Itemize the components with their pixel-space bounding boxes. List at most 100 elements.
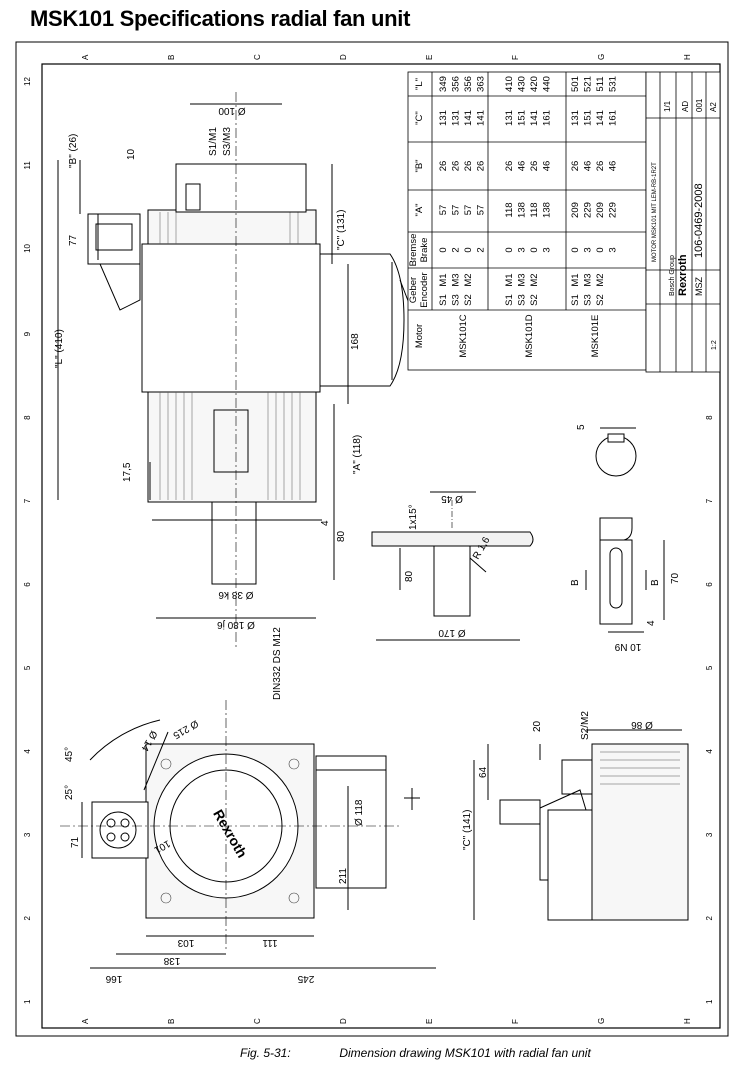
flange-detail — [371, 491, 534, 641]
table-cell-c: 141 — [595, 110, 606, 126]
frame-row-10-left: 10 — [23, 243, 32, 252]
dimension-table — [407, 71, 647, 371]
table-cell-encoder-m: M1 — [438, 273, 449, 286]
table-cell-c: 131 — [451, 110, 462, 126]
dim-l410: "L" (410) — [54, 329, 65, 368]
table-cell-brake: 3 — [608, 247, 619, 252]
table-cell-a: 138 — [542, 202, 553, 218]
dim-chamfer: 1x15° — [408, 504, 419, 530]
table-cell-encoder: S2 — [463, 294, 474, 306]
table-cell-encoder: S1 — [438, 294, 449, 306]
table-cell-encoder-m: M1 — [570, 273, 581, 286]
table-cell-a: 209 — [570, 202, 581, 218]
table-cell-brake: 0 — [438, 247, 449, 252]
table-cell-a: 118 — [529, 202, 540, 217]
table-cell-l: 356 — [463, 76, 474, 92]
dimension-drawing: 112233445566778899101011111212AABBCCDDEE… — [15, 41, 729, 1037]
table-cell-b: 26 — [463, 161, 474, 172]
table-header-encoder: Geber — [408, 277, 419, 303]
dim-b26: "B" (26) — [68, 134, 79, 168]
frame-row-6-left: 6 — [23, 582, 32, 587]
motor-side-view — [473, 729, 689, 921]
table-cell-b: 26 — [438, 161, 449, 172]
label-din332: DIN332 DS M12 — [272, 627, 283, 700]
dim-d245: 245 — [297, 973, 314, 984]
label-section-b2: B — [650, 579, 661, 586]
frame-col-H-bottom: H — [683, 1018, 692, 1024]
frame-row-9-left: 9 — [23, 331, 32, 336]
label-s2m2: S2/M2 — [580, 711, 591, 740]
dim-flange-d80: 80 — [404, 570, 415, 582]
frame-row-8-left: 8 — [23, 415, 32, 420]
table-cell-brake: 0 — [504, 247, 515, 252]
table-header-encoder: Encoder — [419, 272, 430, 307]
dim-d64: 64 — [478, 766, 489, 778]
table-cell-brake: 0 — [570, 247, 581, 252]
frame-row-4-right: 4 — [705, 749, 714, 754]
angle-25: 25° — [64, 785, 75, 800]
table-cell-c: 131 — [438, 110, 449, 126]
key-dimensions: 5 B B 70 4 10 N9 — [570, 424, 681, 652]
title-block-text: Rexroth Bosch Group 106-0469-2008 MSZ A2… — [652, 98, 718, 350]
table-cell-b: 26 — [476, 161, 487, 172]
label-s3m3: S3/M3 — [222, 127, 233, 156]
frame-row-7-right: 7 — [705, 498, 714, 503]
table-cell-brake: 3 — [583, 247, 594, 252]
table-cell-brake: 3 — [517, 247, 528, 252]
table-cell-c: 151 — [583, 110, 594, 126]
table-cell-l: 430 — [517, 76, 528, 92]
frame-row-5-left: 5 — [23, 665, 32, 670]
table-motor-MSK101E: MSK101E — [590, 315, 601, 358]
dim-key-d70: 70 — [670, 572, 681, 584]
table-cell-b: 46 — [583, 161, 594, 172]
key-detail — [585, 427, 665, 633]
dim-a118: "A" (118) — [352, 435, 363, 474]
dim-d86: Ø 86 — [631, 719, 653, 730]
dim-d80: 80 — [336, 530, 347, 542]
table-cell-brake: 0 — [463, 247, 474, 252]
drawing-frame — [15, 41, 729, 1037]
frame-row-12-left: 12 — [23, 77, 32, 86]
dim-d100: Ø 100 — [218, 105, 246, 116]
table-cell-encoder: S3 — [517, 294, 528, 306]
dim-d77: 77 — [68, 234, 79, 246]
frame-row-8-right: 8 — [705, 415, 714, 420]
dim-flange-d45: Ø 45 — [441, 493, 463, 504]
frame-col-F-top: F — [511, 55, 520, 60]
dim-key-d5: 5 — [576, 424, 587, 430]
table-cell-encoder-m: M2 — [529, 273, 540, 286]
table-header-a: "A" — [414, 203, 425, 216]
table-cell-c: 151 — [517, 110, 528, 126]
table-cell-l: 356 — [451, 76, 462, 92]
dim-d168: 168 — [350, 333, 361, 350]
table-cell-l: 410 — [504, 76, 515, 92]
table-cell-l: 521 — [583, 76, 594, 92]
frame-row-3-right: 3 — [705, 832, 714, 837]
table-cell-l: 440 — [542, 76, 553, 92]
dim-d118: Ø 118 — [354, 799, 365, 826]
table-motor-MSK101D: MSK101D — [524, 314, 535, 357]
dim-n9: 10 N9 — [614, 641, 641, 652]
figure-caption-text: Dimension drawing MSK101 with radial fan… — [339, 1046, 591, 1060]
angle-45: 45° — [64, 747, 75, 762]
table-cell-c: 131 — [504, 110, 515, 126]
motor-top-view — [57, 92, 425, 650]
side-view-dimensions: 20 S2/M2 Ø 86 64 "C" (141) — [462, 711, 653, 850]
table-cell-brake: 0 — [595, 247, 606, 252]
table-cell-a: 118 — [504, 202, 515, 217]
label-s1m1: S1/M1 — [208, 127, 219, 156]
dim-side-d20: 20 — [532, 720, 543, 732]
frame-row-3-left: 3 — [23, 832, 32, 837]
table-cell-brake: 2 — [451, 247, 462, 252]
table-cell-a: 138 — [517, 202, 528, 218]
dim-d170: Ø 170 — [438, 627, 466, 638]
table-cell-c: 141 — [463, 110, 474, 126]
table-cell-encoder-m: M3 — [583, 273, 594, 286]
frame-col-B-bottom: B — [167, 1019, 176, 1024]
motor-front-view — [60, 700, 436, 969]
frame-row-4-left: 4 — [23, 749, 32, 754]
dim-key-d4: 4 — [646, 620, 657, 626]
table-cell-encoder-m: M2 — [595, 273, 606, 286]
table-cell-encoder-m: M3 — [517, 273, 528, 286]
table-cell-b: 46 — [517, 161, 528, 172]
